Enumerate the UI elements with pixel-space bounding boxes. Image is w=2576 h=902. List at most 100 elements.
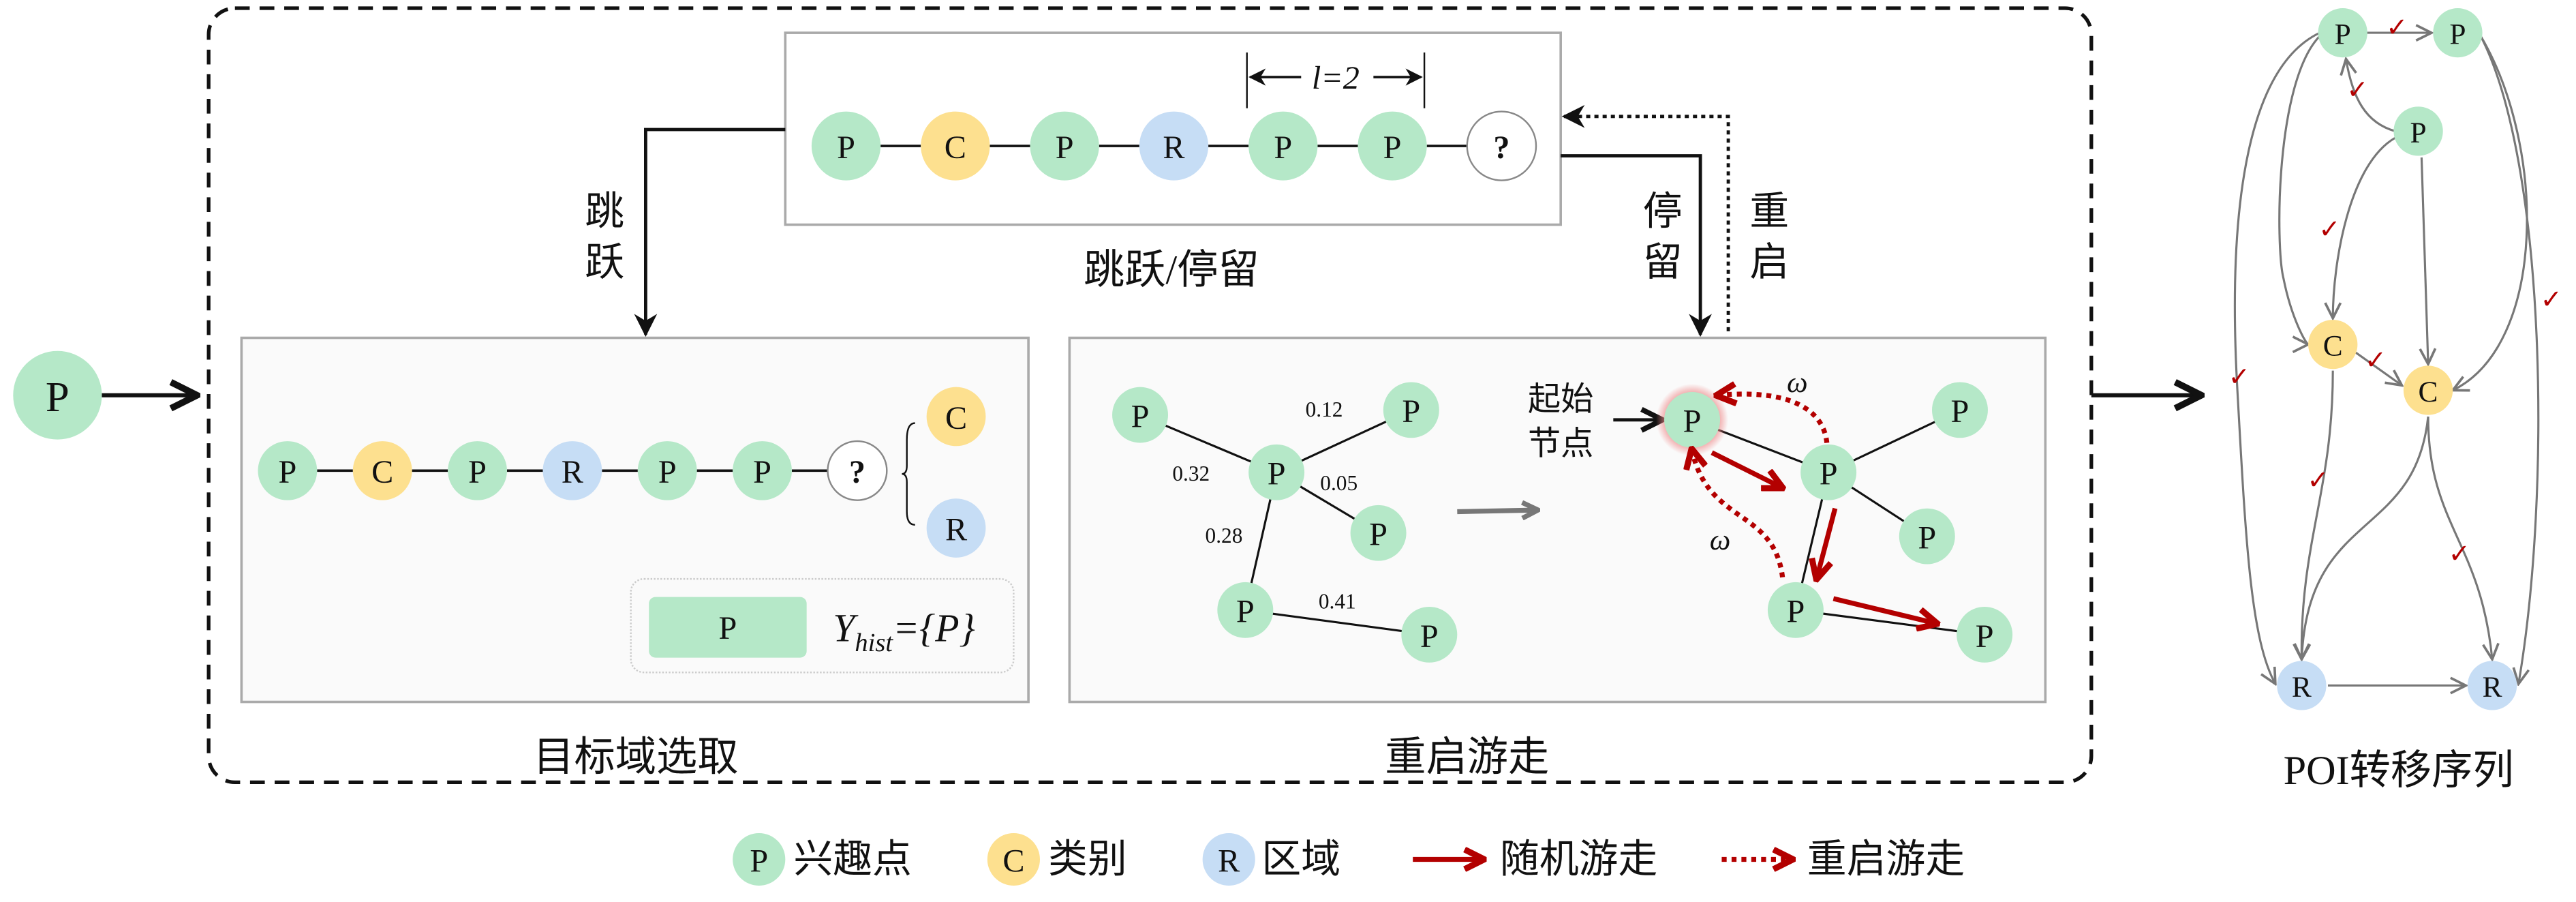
restart-label-2: 启 [1749,241,1789,284]
start-node-label-1: 起始 [1528,381,1593,417]
left-seq-node-label: R [562,454,584,490]
random-walk-arrow [1833,596,1935,623]
top-seq-node: R [1139,111,1209,181]
left-seq-node: ? [827,440,888,501]
stay-label-1: 停 [1643,190,1683,234]
stay-label-2: 留 [1643,241,1683,284]
left-seq-node-circle [827,440,888,501]
candidate-node-label: C [945,400,967,436]
check-mark-icon: ✓ [2228,363,2250,391]
start-node-circle [1664,391,1721,448]
poi-graph-node-p2-label: P [2449,18,2466,51]
legend-poi-icon: P [733,832,786,886]
check-mark-icon: ✓ [2449,540,2470,569]
omega-label: ω [1787,366,1808,399]
walk-node: P [1899,508,1955,565]
check-mark-icon: ✓ [2386,14,2408,42]
poi-graph-node-r1: R [2277,661,2327,710]
transition-edge [2278,35,2321,344]
weighted-graph-node: P [1350,505,1407,561]
legend-category-icon-label: C [1002,843,1024,879]
left-seq-node: P [258,441,318,500]
top-seq-node-label: P [1383,130,1402,166]
stay-arrow [1561,154,1712,337]
restart-label-1: 重 [1749,190,1789,234]
restart-walk-arrow [1692,451,1785,578]
weighted-graph-node-circle [1401,607,1458,663]
target-domain-caption: 目标域选取 [533,735,738,781]
restart-arrow [1561,104,1730,331]
history-node-label: P [719,610,737,646]
check-mark-icon: ✓ [2541,286,2562,314]
poi-graph-node-p3-label: P [2410,117,2427,149]
transition-edge [2421,157,2428,364]
top-box-caption: 跳跃/停留 [1084,247,1259,293]
weighted-graph-node-circle [1248,444,1305,500]
legend-poi-label: 兴趣点 [793,837,912,881]
legend-region-label: 区域 [1261,837,1340,881]
transform-arrow [1457,510,1536,511]
poi-graph-node-c2-circle [2403,365,2453,415]
edge-weight: 0.12 [1306,397,1343,421]
weighted-graph-node-circle [1112,387,1169,443]
left-seq-node: P [448,441,507,500]
edge-weight: 0.41 [1319,589,1356,613]
left-seq-node-label: P [468,454,487,490]
weighted-graph-node-label: P [1236,594,1255,630]
poi-graph-caption: POI转移序列 [2284,748,2514,794]
left-seq-node-label: P [753,454,771,490]
poi-graph-node-r2-circle [2467,661,2517,710]
start-node: P [1664,391,1721,448]
candidate-node-circle [926,387,986,447]
walk-node: P [1767,582,1824,638]
poi-graph-node-r2: R [2467,661,2517,710]
random-walk-arrow [1711,450,1781,487]
poi-graph-node-r1-label: R [2292,671,2312,704]
walk-node: P [1932,382,1988,438]
jump-arrow [634,127,786,337]
walk-node-label: P [1820,456,1838,492]
poi-graph-node-p1: P [2318,8,2367,58]
transition-edge [2427,416,2492,659]
legend-poi-icon-label: P [750,843,768,879]
weighted-graph-node-label: P [1131,399,1150,435]
edge-weight: 0.32 [1172,462,1210,485]
walk-node-label: P [1976,618,1994,655]
check-mark-icon: ✓ [2346,76,2368,104]
transition-edge [2453,35,2528,391]
transition-edge [2479,35,2540,684]
left-seq-node: R [542,441,602,500]
left-seq-node-label: P [658,454,677,490]
left-seq-node-circle [448,441,507,500]
poi-graph-node-c1-label: C [2323,330,2343,363]
legend-category-icon: C [987,832,1040,886]
transition-edge [2301,370,2334,659]
history-node [649,597,807,658]
check-mark-icon: ✓ [2307,466,2329,495]
top-seq-node-circle [1030,111,1099,181]
walk-node-label: P [1918,520,1936,556]
weighted-graph-node-label: P [1369,517,1387,553]
top-seq-node-label: C [945,130,966,166]
walk-node: P [1957,607,2013,663]
top-seq-node: P [1358,111,1427,181]
weighted-graph-node-circle [1350,505,1407,561]
top-seq-node-circle [1358,111,1427,181]
transition-edge [2301,416,2429,659]
top-seq-node-label: P [1274,130,1292,166]
check-mark-icon: ✓ [2365,346,2387,375]
restart-walk-panel [1068,336,2047,704]
left-seq-node-label: P [278,454,296,490]
top-seq-node: P [1030,111,1099,181]
input-node: P [13,350,102,440]
left-seq-node-label: ? [849,454,865,490]
restart-walk-caption: 重启游走 [1385,735,1549,781]
walk-node: P [1800,444,1857,500]
candidate-node-circle [926,498,986,558]
